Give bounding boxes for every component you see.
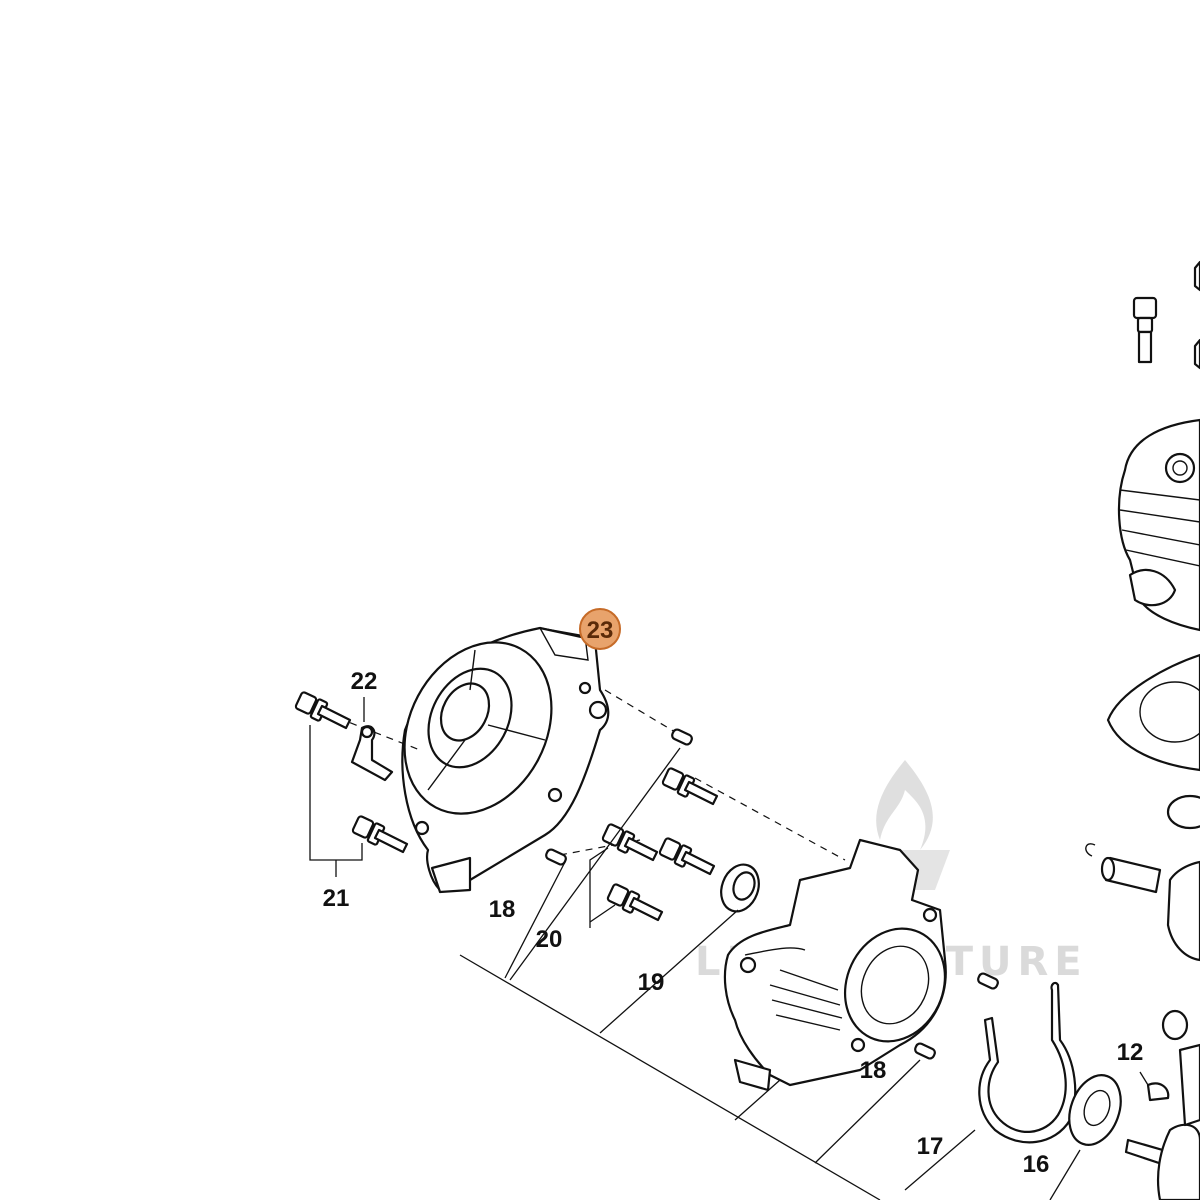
- key-part-12[interactable]: [1146, 1082, 1170, 1102]
- callout-21[interactable]: 21: [323, 885, 350, 912]
- screw-part-21-upper[interactable]: [294, 691, 352, 730]
- oil-seal-part-19[interactable]: [715, 859, 765, 916]
- cylinder[interactable]: [1117, 418, 1200, 632]
- callout-20[interactable]: 20: [536, 926, 563, 953]
- piston-pin[interactable]: [1100, 856, 1162, 894]
- crankshaft[interactable]: [1124, 1043, 1200, 1200]
- callout-22[interactable]: 22: [351, 668, 378, 695]
- callout-23-badge: [579, 608, 621, 650]
- callout-12[interactable]: 12: [1117, 1039, 1144, 1066]
- gasket-part-17[interactable]: [978, 981, 1077, 1144]
- highlighted-callout-23[interactable]: 23: [579, 608, 621, 650]
- fan-housing-part-23[interactable]: [376, 617, 610, 894]
- screw-part-20-d[interactable]: [606, 883, 664, 922]
- leader-lines: [309, 632, 1149, 1200]
- dowel-pin-part-18-upper[interactable]: [671, 728, 693, 746]
- callout-19[interactable]: 19: [638, 969, 665, 996]
- screw-part-20-a[interactable]: [661, 767, 719, 806]
- callout-17[interactable]: 17: [917, 1133, 944, 1160]
- dowel-pin-part-18-lower[interactable]: [914, 1042, 936, 1060]
- crankcase-half[interactable]: [723, 838, 963, 1092]
- callout-18-upper[interactable]: 18: [489, 896, 516, 923]
- dowel-pin-part-18-right[interactable]: [977, 972, 999, 990]
- callout-18-lower[interactable]: 18: [860, 1057, 887, 1084]
- needle-cage[interactable]: [1161, 1009, 1189, 1041]
- callout-23-label: 23: [587, 617, 614, 644]
- piston[interactable]: [1166, 860, 1200, 962]
- circlip[interactable]: [1085, 843, 1096, 857]
- cylinder-base-gasket[interactable]: [1106, 653, 1200, 772]
- screw-part-20-b[interactable]: [601, 823, 659, 862]
- screw-part-21-lower[interactable]: [351, 815, 409, 854]
- cylinder-head-screw[interactable]: [1132, 296, 1158, 364]
- bearing-part-16[interactable]: [1060, 1068, 1130, 1152]
- piston-ring[interactable]: [1166, 794, 1200, 830]
- cylinder-screw-partial-top[interactable]: [1193, 260, 1200, 370]
- bracket-part-22[interactable]: [350, 725, 394, 782]
- screw-part-20-c[interactable]: [658, 837, 716, 876]
- callout-16[interactable]: 16: [1023, 1151, 1050, 1178]
- dowel-pin-part-18-left[interactable]: [545, 848, 567, 866]
